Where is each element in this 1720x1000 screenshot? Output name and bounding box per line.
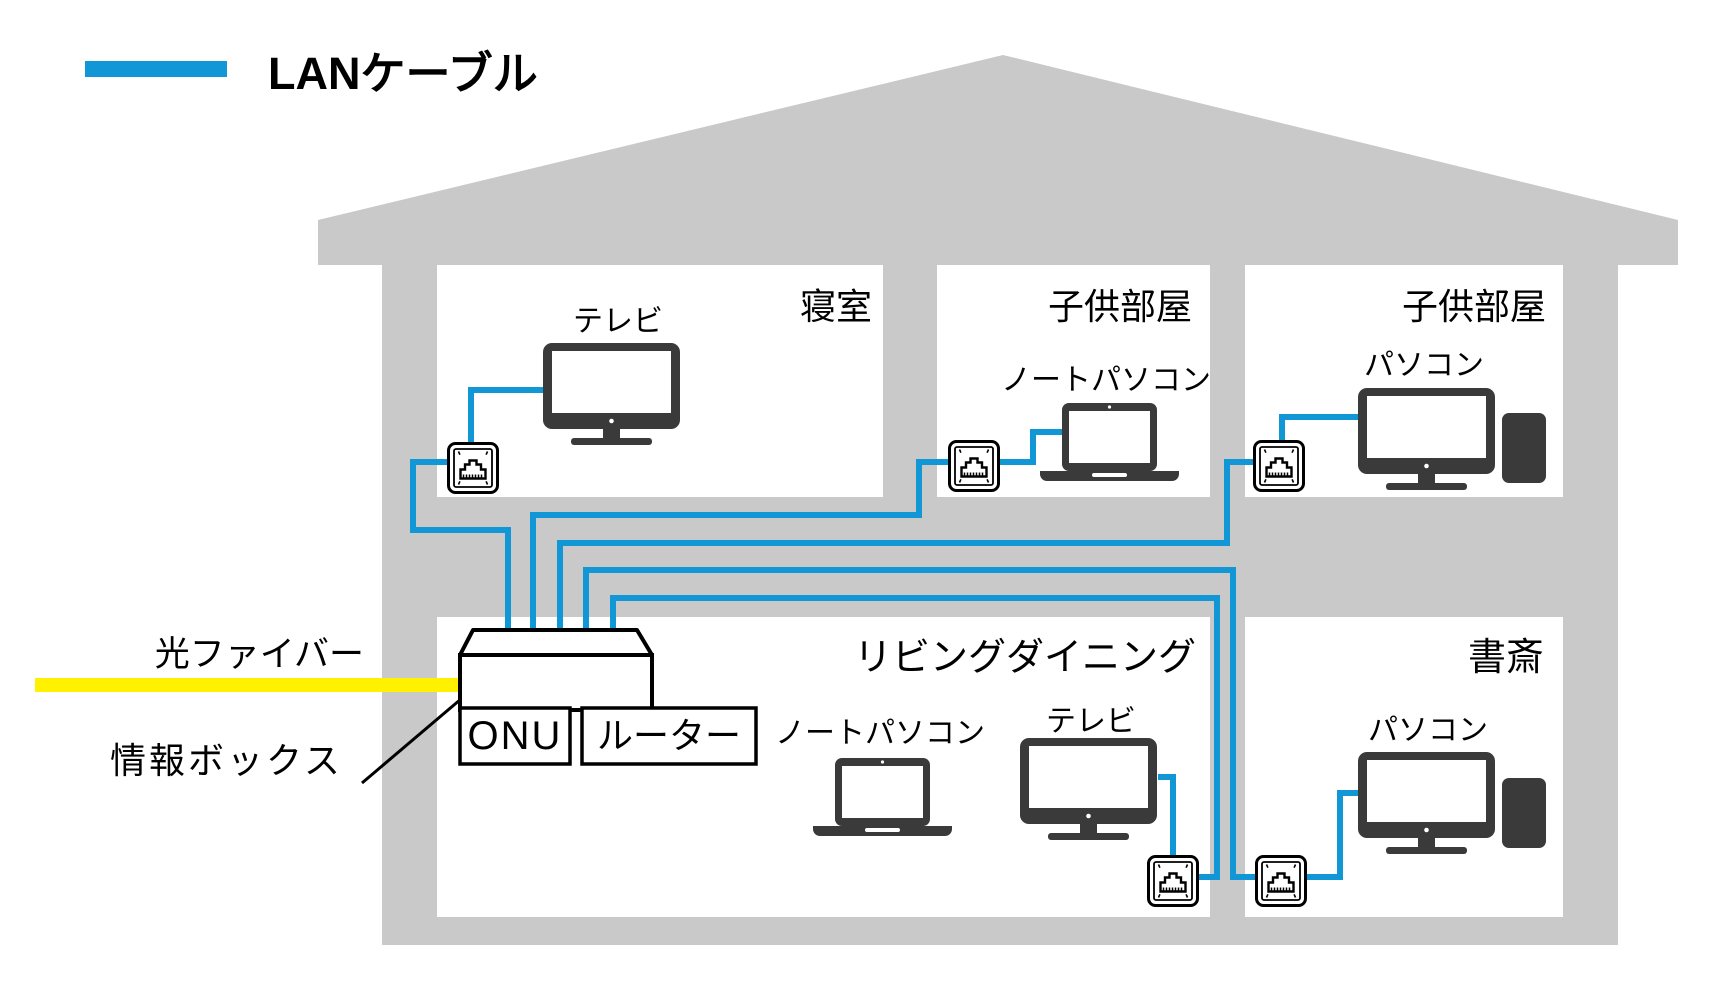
cable-study-feed [583,567,1257,880]
bedroom-tv-label: テレビ [573,305,663,338]
cable-kids1-laptop [1000,429,1064,465]
info-box [458,628,654,712]
kids2-pc-label: パソコン [1364,349,1484,382]
study-pc-tower-icon [1502,778,1546,848]
info-box-top [458,628,654,657]
legend-lan-cable-label: LANケーブル [268,48,538,99]
study-pc-label: パソコン [1368,714,1488,747]
info-box-pointer-line [361,697,462,785]
cable-living-feed [610,595,1220,880]
onu-box [458,706,572,766]
cable-bedroom-tv [468,387,543,447]
cable-kids2-feed [557,459,1253,633]
router-label: ルーター [597,715,741,756]
info-box-front [458,653,654,712]
router-box [580,706,758,766]
living-laptop-label: ノートパソコン [775,717,985,750]
lan-cables [410,387,1360,880]
living-tv-label: テレビ [1046,705,1136,738]
wall-outlet-living-icon [1147,855,1199,907]
fiber-label: 光ファイバー [155,635,364,674]
kids1-label: 子供部屋 [1048,286,1192,327]
cable-study-pc [1307,790,1360,880]
kids1-laptop-label: ノートパソコン [1001,364,1211,397]
kids2-pc-tower-icon [1502,413,1546,483]
cable-kids2-pc [1279,414,1360,444]
cable-living-tv [1158,774,1176,859]
info-box-label: 情報ボックス [110,740,343,781]
wall-outlet-bedroom-icon [447,442,499,494]
roof [318,55,1678,265]
kids2-label: 子供部屋 [1402,286,1546,327]
cable-kids1-feed [530,459,948,633]
onu-label: ONU [468,714,563,758]
wall-outlet-kids2-icon [1253,440,1305,492]
legend-lan-cable-swatch [85,61,227,77]
cable-bedroom-feed [410,459,511,633]
living-label: リビングダイニング [854,637,1196,679]
wall-outlet-kids1-icon [948,440,1000,492]
fiber-line [35,678,462,692]
bedroom-label: 寝室 [800,286,872,327]
study-label: 書斎 [1468,637,1544,679]
wall-outlet-study-icon [1255,855,1307,907]
